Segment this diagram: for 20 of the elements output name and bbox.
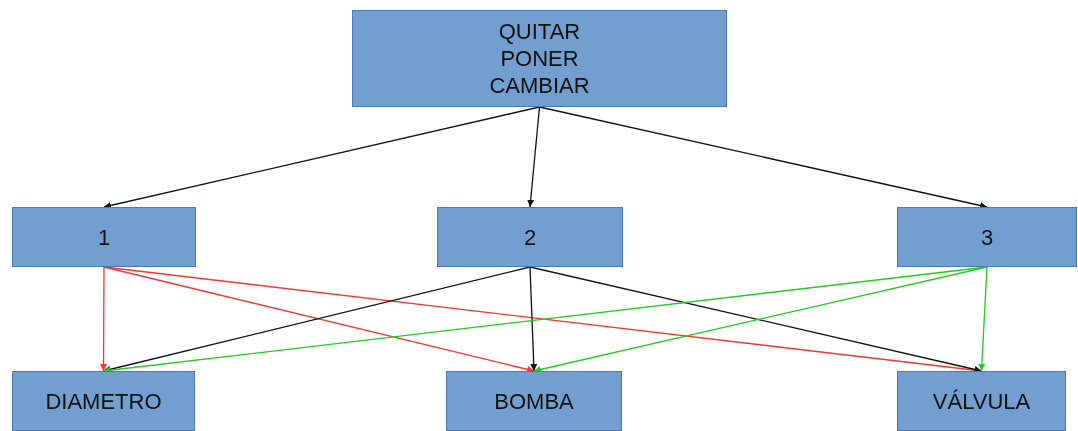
arrow (103, 106, 541, 209)
arrow (527, 106, 541, 208)
process-box (12, 207, 196, 267)
arrow (529, 266, 538, 372)
process-box (897, 207, 1077, 267)
process-box (437, 207, 623, 267)
arrow (538, 106, 988, 209)
box-label: VÁLVULA (932, 387, 1031, 415)
box-label: 3 (980, 223, 994, 251)
box-label: 2 (523, 223, 537, 251)
box-label: 1 (97, 223, 111, 251)
box-label: QUITAR PONER CAMBIAR (488, 18, 591, 99)
process-box (352, 10, 727, 107)
arrow (978, 266, 988, 372)
box-label: BOMBA (494, 387, 574, 415)
arrow (100, 266, 108, 372)
process-box (897, 371, 1066, 431)
process-box (12, 371, 195, 431)
box-label: DIAMETRO (45, 387, 162, 415)
process-box (446, 371, 622, 431)
